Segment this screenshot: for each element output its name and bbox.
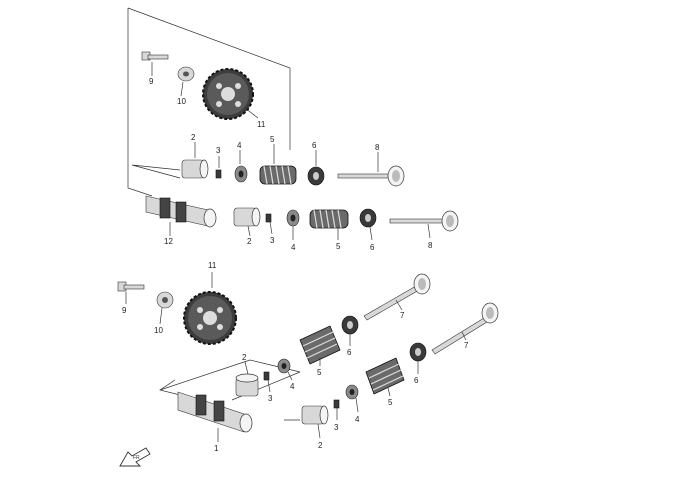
- valve-8-upper-b: [389, 210, 459, 232]
- retainer-6-lower-b: [409, 342, 427, 362]
- label-tappet-upper-a: 2: [191, 133, 196, 142]
- cotter-3-lower-b: [333, 399, 340, 409]
- label-camshaft-upper: 12: [164, 237, 173, 246]
- valve-spring-5-upper-b: [309, 209, 349, 229]
- spring-seat-4-upper-b: [286, 209, 300, 227]
- label-retainer-upper-b: 6: [370, 243, 375, 252]
- label-spring-lower-b: 5: [388, 398, 393, 407]
- spring-seat-4-lower-a: [277, 358, 291, 374]
- tappet-2-lower-a: [235, 373, 259, 397]
- label-gear-upper: 11: [257, 120, 266, 129]
- cotter-3-lower-a: [263, 371, 270, 381]
- label-tappet-upper-b: 2: [247, 237, 252, 246]
- label-seat-lower-b: 4: [355, 415, 360, 424]
- spring-seat-4-upper-a: [234, 165, 248, 183]
- front-marker-text: FR: [133, 455, 140, 461]
- label-spring-lower-a: 5: [317, 368, 322, 377]
- cotter-3-upper-a: [215, 169, 222, 179]
- label-retainer-lower-b: 6: [414, 376, 419, 385]
- cam-sprocket-upper: [202, 68, 254, 120]
- washer-10-lower: [156, 291, 174, 309]
- spring-seat-4-lower-b: [345, 384, 359, 400]
- label-valve-lower-b: 7: [464, 341, 469, 350]
- cotter-3-upper-b: [265, 213, 272, 223]
- label-bolt-lower: 9: [122, 306, 127, 315]
- label-retainer-lower-a: 6: [347, 348, 352, 357]
- upper-boundary-lines: [127, 7, 291, 197]
- retainer-6-lower-a: [341, 315, 359, 335]
- label-washer-lower: 10: [154, 326, 163, 335]
- camshaft-12-upper: [145, 195, 217, 228]
- label-spring-upper-b: 5: [336, 242, 341, 251]
- bolt-9-lower: [117, 281, 145, 292]
- label-cotter-upper-a: 3: [216, 146, 221, 155]
- lower-boundary-lines: [159, 359, 301, 421]
- valve-spring-5-lower-a: [299, 325, 341, 365]
- label-seat-upper-a: 4: [237, 141, 242, 150]
- label-valve-lower-a: 7: [400, 311, 405, 320]
- tappet-2-lower-b: [301, 405, 329, 425]
- label-tappet-lower-b: 2: [318, 441, 323, 450]
- valve-8-upper-a: [337, 165, 405, 187]
- label-spring-upper-a: 5: [270, 135, 275, 144]
- label-valve-upper-b: 8: [428, 241, 433, 250]
- label-gear-lower: 11: [208, 261, 217, 270]
- label-seat-upper-b: 4: [291, 243, 296, 252]
- tappet-2-upper-b: [233, 207, 261, 227]
- label-bolt-upper: 9: [149, 77, 154, 86]
- label-valve-upper-a: 8: [375, 143, 380, 152]
- label-cotter-upper-b: 3: [270, 236, 275, 245]
- label-retainer-upper-a: 6: [312, 141, 317, 150]
- valve-spring-5-upper-a: [259, 165, 297, 185]
- label-seat-lower-a: 4: [290, 382, 295, 391]
- valve-7-lower-a: [363, 273, 431, 321]
- label-washer-upper: 10: [177, 97, 186, 106]
- valve-spring-5-lower-b: [365, 357, 405, 395]
- valve-7-lower-b: [431, 302, 499, 355]
- front-direction-arrow-icon: FR: [119, 447, 151, 467]
- tappet-2-upper-a: [181, 159, 209, 179]
- label-camshaft-lower: 1: [214, 444, 219, 453]
- cam-sprocket-lower: [183, 291, 237, 345]
- upper-assembly: 9 10 11 2 3: [127, 7, 459, 252]
- retainer-6-upper-b: [359, 208, 377, 228]
- label-tappet-lower-a: 2: [242, 353, 247, 362]
- washer-10-upper: [177, 66, 195, 82]
- retainer-6-upper-a: [307, 166, 325, 186]
- lower-assembly: 11 9 10 7: [117, 261, 499, 453]
- label-cotter-lower-b: 3: [334, 423, 339, 432]
- camshaft-1-lower: [177, 391, 253, 433]
- label-cotter-lower-a: 3: [268, 394, 273, 403]
- bolt-9-upper: [141, 51, 169, 61]
